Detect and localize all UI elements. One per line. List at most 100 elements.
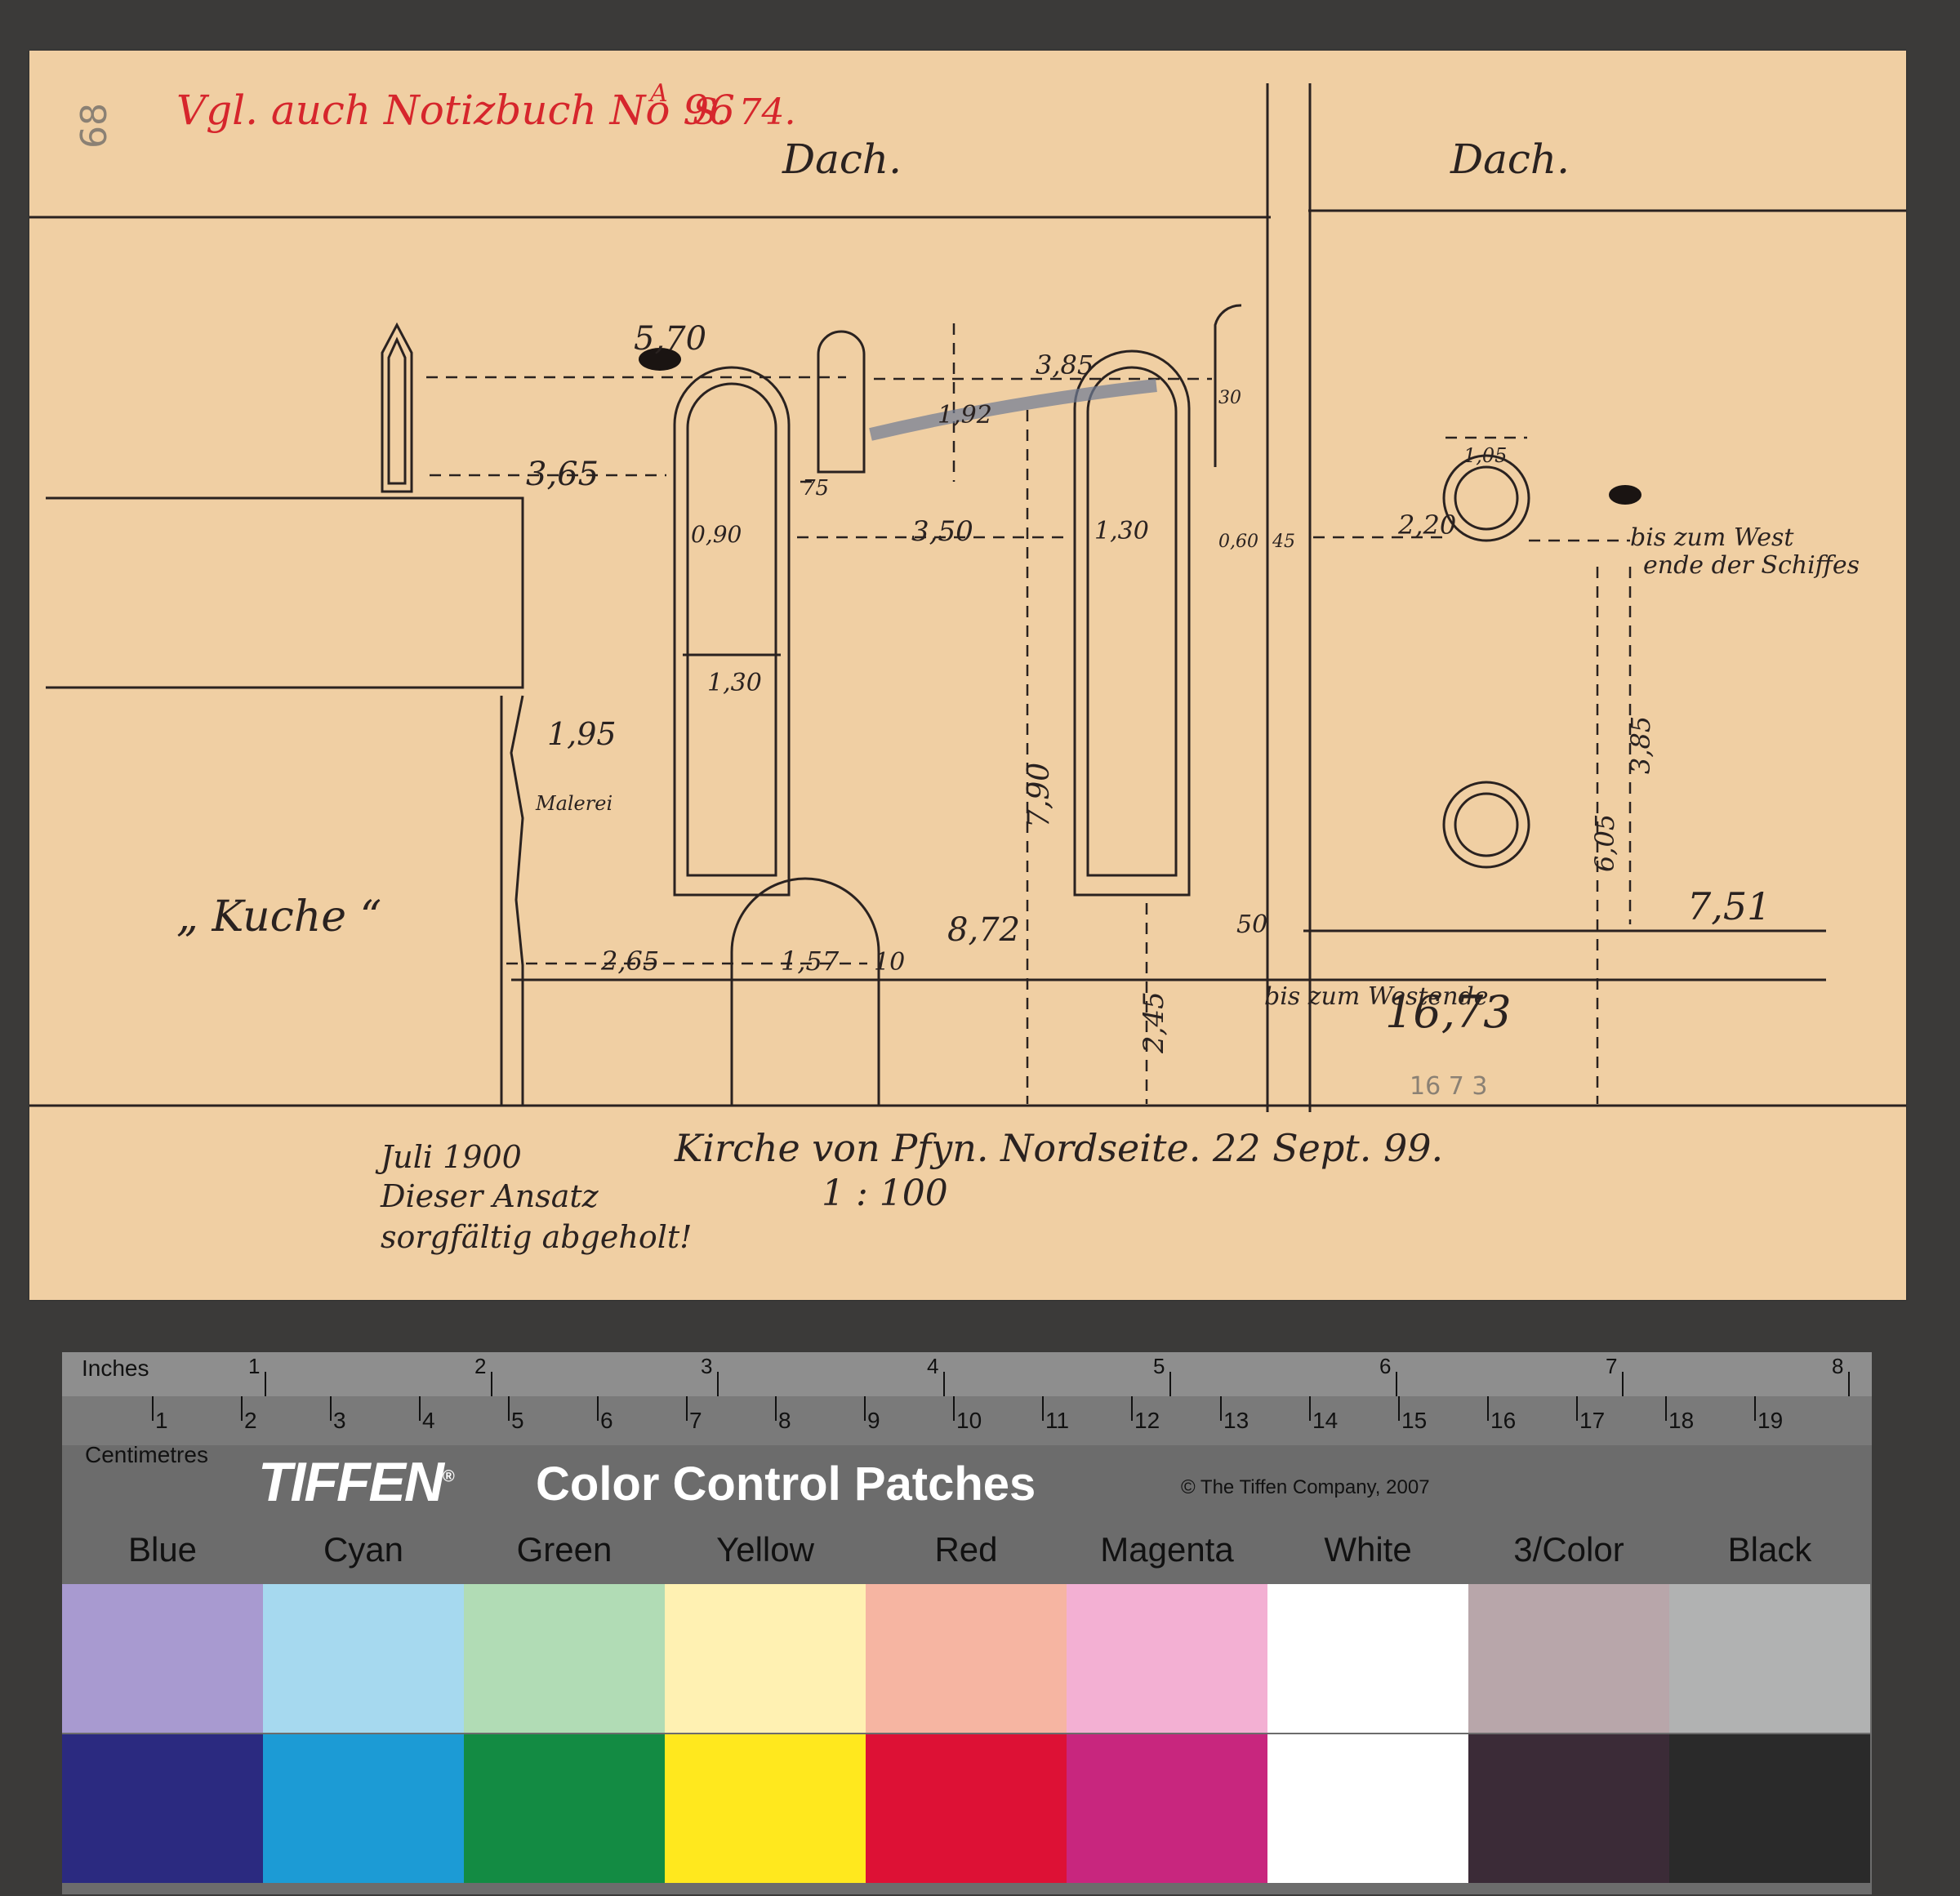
cm-tick [864, 1396, 866, 1421]
inch-tick-label: 4 [927, 1354, 939, 1378]
cm-tick [1576, 1396, 1578, 1421]
cm-tick-label: 4 [422, 1408, 435, 1433]
inch-tick [1848, 1372, 1850, 1396]
patch-light [1067, 1584, 1267, 1733]
round-window-1 [1442, 454, 1530, 542]
inch-tick [1169, 1372, 1171, 1396]
cm-tick-label: 10 [956, 1408, 982, 1433]
cm-tick [330, 1396, 332, 1421]
product-title: Color Control Patches [536, 1458, 1036, 1511]
cm-tick [152, 1396, 154, 1421]
patch-label: Cyan [323, 1530, 404, 1569]
pencil-1673: 16 7 3 [1410, 1072, 1487, 1101]
cm-tick-label: 13 [1223, 1408, 1250, 1433]
patch-light [62, 1584, 263, 1733]
patch-label: White [1324, 1530, 1412, 1569]
dim-50-label: 50 [1236, 910, 1267, 939]
cm-tick [686, 1396, 688, 1421]
cm-tick [597, 1396, 599, 1421]
arched-window-1-inner [686, 382, 777, 877]
dim-751-label: 7,51 [1687, 884, 1771, 928]
patch-light [1267, 1584, 1468, 1733]
cm-tick-label: 5 [511, 1408, 524, 1433]
caption: Kirche von Pfyn. Nordseite. 22 Sept. 99. [674, 1126, 1443, 1170]
narrow-window [817, 330, 866, 474]
note-line-1: Juli 1900 [375, 1139, 522, 1175]
inch-tick-label: 7 [1606, 1354, 1618, 1378]
cm-tick [775, 1396, 777, 1421]
dim-220-label: 2,20 [1397, 510, 1456, 541]
inch-tick [717, 1372, 719, 1396]
dim-30-label: 30 [1218, 388, 1241, 408]
cm-tick-label: 14 [1312, 1408, 1339, 1433]
dim-130a-label: 1,30 [1094, 517, 1149, 545]
dim-130b-label: 1,30 [707, 669, 762, 697]
dim-105-label: 1,05 [1463, 444, 1507, 467]
cm-tick-label: 2 [244, 1408, 257, 1433]
dim-75-label: 75 [802, 476, 829, 501]
patch-dark [665, 1734, 866, 1883]
note-line-2: Dieser Ansatz [380, 1178, 599, 1214]
cm-tick-label: 18 [1668, 1408, 1695, 1433]
cm-tick [1665, 1396, 1667, 1421]
room-block [46, 496, 524, 689]
copyright: © The Tiffen Company, 2007 [1181, 1476, 1430, 1498]
inch-tick [1622, 1372, 1624, 1396]
dim-790-label: 7,90 [1022, 763, 1056, 828]
inches-label: Inches [82, 1355, 149, 1381]
patch-light [1468, 1584, 1669, 1733]
patch-light [866, 1584, 1067, 1733]
west-note-line-2: ende der Schiffes [1643, 551, 1860, 580]
inch-tick [1396, 1372, 1397, 1396]
cm-tick [953, 1396, 955, 1421]
inch-tick-label: 5 [1153, 1354, 1165, 1378]
cm-tick-label: 9 [867, 1408, 880, 1433]
dim-385-label: 3,85 [1036, 349, 1094, 381]
cm-tick [1220, 1396, 1222, 1421]
cm-tick [1487, 1396, 1489, 1421]
patch-label: Red [934, 1530, 998, 1569]
arched-window-1 [673, 366, 791, 897]
patch-label: Magenta [1100, 1530, 1234, 1569]
inch-tick-label: 2 [474, 1354, 487, 1378]
round-window-2-inner [1454, 792, 1519, 857]
dim-350-label: 3,50 [911, 515, 973, 548]
patch-light [1669, 1584, 1870, 1733]
patch-label: Yellow [716, 1530, 814, 1569]
dim-192-label: 1,92 [938, 401, 992, 429]
inch-tick-label: 6 [1379, 1354, 1392, 1378]
round-window-2 [1442, 781, 1530, 869]
cm-tick-label: 11 [1045, 1408, 1070, 1433]
cm-tick-label: 7 [689, 1408, 702, 1433]
patch-dark [866, 1734, 1067, 1883]
pencil-smear [869, 379, 1157, 441]
inch-tick-label: 1 [248, 1354, 261, 1378]
cm-tick [1131, 1396, 1133, 1421]
inch-tick [491, 1372, 492, 1396]
drawing-card: 68 Vgl. auch Notizbuch No 96 A S. 74. Da… [29, 51, 1906, 1300]
dim-090-label: 0,90 [691, 521, 742, 548]
bis-zum-label: bis zum Westende [1264, 982, 1488, 1011]
dim-605-label: 6,05 [1589, 814, 1620, 872]
red-note-page: S. 74. [693, 91, 796, 133]
cm-tick [241, 1396, 243, 1421]
patch-dark [62, 1734, 263, 1883]
patch-light [665, 1584, 866, 1733]
dim-157-label: 1,57 [781, 946, 840, 977]
cm-tick-label: 19 [1757, 1408, 1784, 1433]
patch-dark [464, 1734, 665, 1883]
note-line-3: sorgfältig abgeholt! [381, 1219, 692, 1255]
arched-window-2 [1073, 349, 1191, 897]
cm-tick-label: 16 [1490, 1408, 1517, 1433]
patch-label: 3/Color [1513, 1530, 1624, 1569]
patch-label: Black [1727, 1530, 1812, 1569]
roof-label-left: Dach. [782, 136, 902, 183]
room-wall-right [510, 695, 524, 1106]
cm-tick [1042, 1396, 1044, 1421]
cm-tick-label: 1 [155, 1408, 168, 1433]
ink-blot-1 [639, 348, 681, 371]
inch-tick [943, 1372, 945, 1396]
patch-light [263, 1584, 464, 1733]
